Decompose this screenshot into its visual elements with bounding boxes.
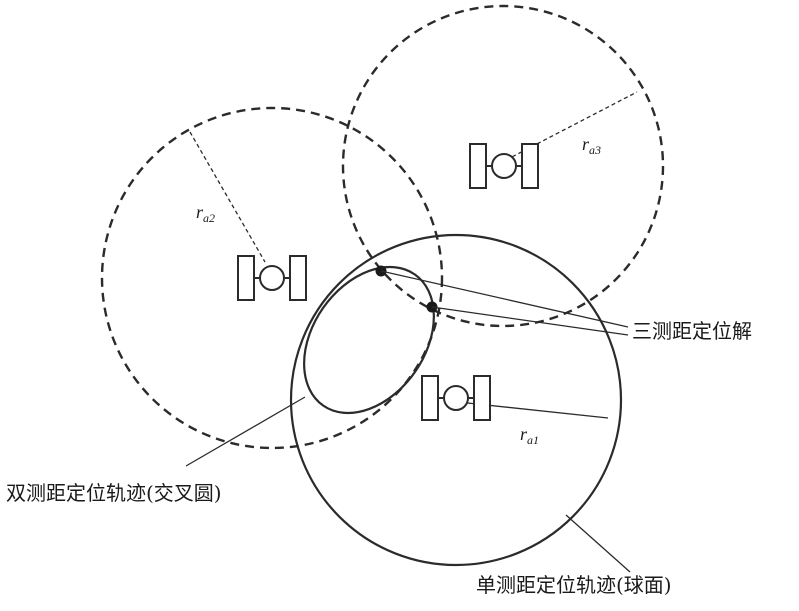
leader-line-dual-range bbox=[185, 396, 306, 467]
sphere-satellite-3 bbox=[341, 4, 665, 328]
label-three-range-solution: 三测距定位解 bbox=[632, 319, 752, 343]
satellite-icon bbox=[237, 255, 307, 301]
radius-line-r2 bbox=[189, 131, 266, 263]
radius-label-r3: ra3 bbox=[582, 134, 601, 157]
radius-label-r1: ra1 bbox=[520, 424, 539, 447]
label-single-range-trajectory: 单测距定位轨迹(球面) bbox=[476, 573, 672, 597]
intersection-circle bbox=[303, 265, 435, 415]
sphere-satellite-2 bbox=[100, 106, 444, 450]
label-dual-range-trajectory: 双测距定位轨迹(交叉圆) bbox=[6, 481, 222, 505]
leader-line-solution-2 bbox=[431, 306, 629, 336]
satellite-icon bbox=[421, 375, 491, 421]
satellite-icon bbox=[469, 143, 539, 189]
sphere-satellite-1 bbox=[289, 233, 623, 567]
radius-label-r2: ra2 bbox=[196, 202, 215, 225]
leader-line-solution-1 bbox=[380, 270, 629, 328]
leader-line-single-range bbox=[565, 514, 631, 573]
